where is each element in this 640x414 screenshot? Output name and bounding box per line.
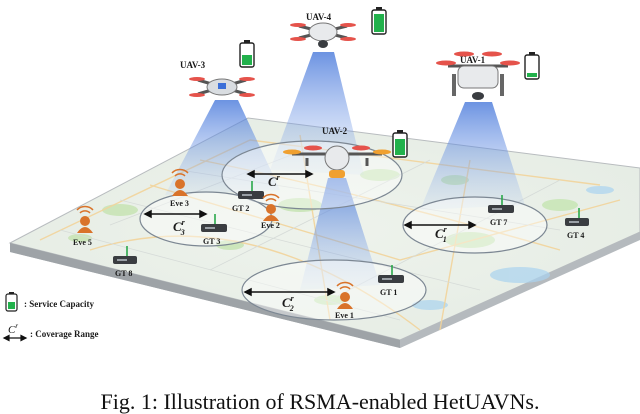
eve-2: Eve 2 [261, 193, 280, 230]
eve-3: Eve 3 [170, 168, 189, 208]
legend-battery-icon [5, 292, 18, 312]
gt-8: GT 8 [113, 246, 137, 278]
beam-uav1 [420, 102, 525, 210]
coverage-label-uav2: Cr [268, 173, 281, 189]
gt-4: GT 4 [565, 208, 589, 240]
svg-text:GT 2: GT 2 [232, 204, 249, 213]
battery-uav3 [239, 40, 255, 68]
gt-7: GT 7 [488, 195, 514, 227]
svg-text:Eve 5: Eve 5 [73, 238, 92, 247]
ground-terminals: GT 2 GT 3 GT 7 GT 4 GT 8 GT 1 [113, 181, 589, 297]
uav-beams [165, 52, 525, 290]
battery-uav2 [392, 130, 408, 158]
uav-1 [436, 51, 520, 100]
gt-1: GT 1 [378, 265, 404, 297]
coverage-uav2 [221, 140, 403, 210]
uav-2 [283, 145, 391, 178]
coverage-uav-gt1 [241, 259, 427, 321]
coverage-arrows [143, 169, 477, 297]
uav-3 [189, 77, 255, 97]
eavesdroppers: Eve 3 Eve 2 Eve 5 Eve 1 [73, 168, 354, 320]
gt-3: GT 3 [201, 214, 227, 246]
svg-text:GT 3: GT 3 [203, 237, 220, 246]
map-water [412, 186, 614, 310]
beam-uav2 [300, 178, 380, 290]
uav-3-label: UAV-3 [180, 60, 206, 70]
beam-uav3 [165, 100, 280, 195]
svg-text:GT 8: GT 8 [115, 269, 132, 278]
uav-4-label: UAV-4 [306, 12, 332, 22]
battery-uav1 [524, 52, 540, 80]
uav-2-label: UAV-2 [322, 126, 348, 136]
legend-service-capacity: : Service Capacity [24, 299, 94, 309]
svg-text:Eve 2: Eve 2 [261, 221, 280, 230]
legend: : Service Capacity Cr : Coverage Range [2, 292, 98, 342]
svg-text:Eve 3: Eve 3 [170, 199, 189, 208]
uav-4 [290, 22, 356, 48]
legend-arrow-icon [2, 334, 28, 342]
eve-5: Eve 5 [73, 205, 94, 247]
battery-uav4 [371, 7, 387, 35]
figure-caption: Fig. 1: Illustration of RSMA-enabled Het… [100, 389, 540, 414]
svg-text:GT 7: GT 7 [490, 218, 507, 227]
svg-text:Eve 1: Eve 1 [335, 311, 354, 320]
legend-coverage-range: : Coverage Range [30, 329, 98, 339]
uav-1-label: UAV-1 [460, 55, 486, 65]
legend-coverage-symbol: Cr [8, 322, 18, 336]
beam-uav4 [270, 52, 364, 175]
gt-2: GT 2 [232, 181, 264, 213]
svg-text:GT 4: GT 4 [567, 231, 584, 240]
svg-text:GT 1: GT 1 [380, 288, 397, 297]
eve-1: Eve 1 [335, 281, 354, 320]
